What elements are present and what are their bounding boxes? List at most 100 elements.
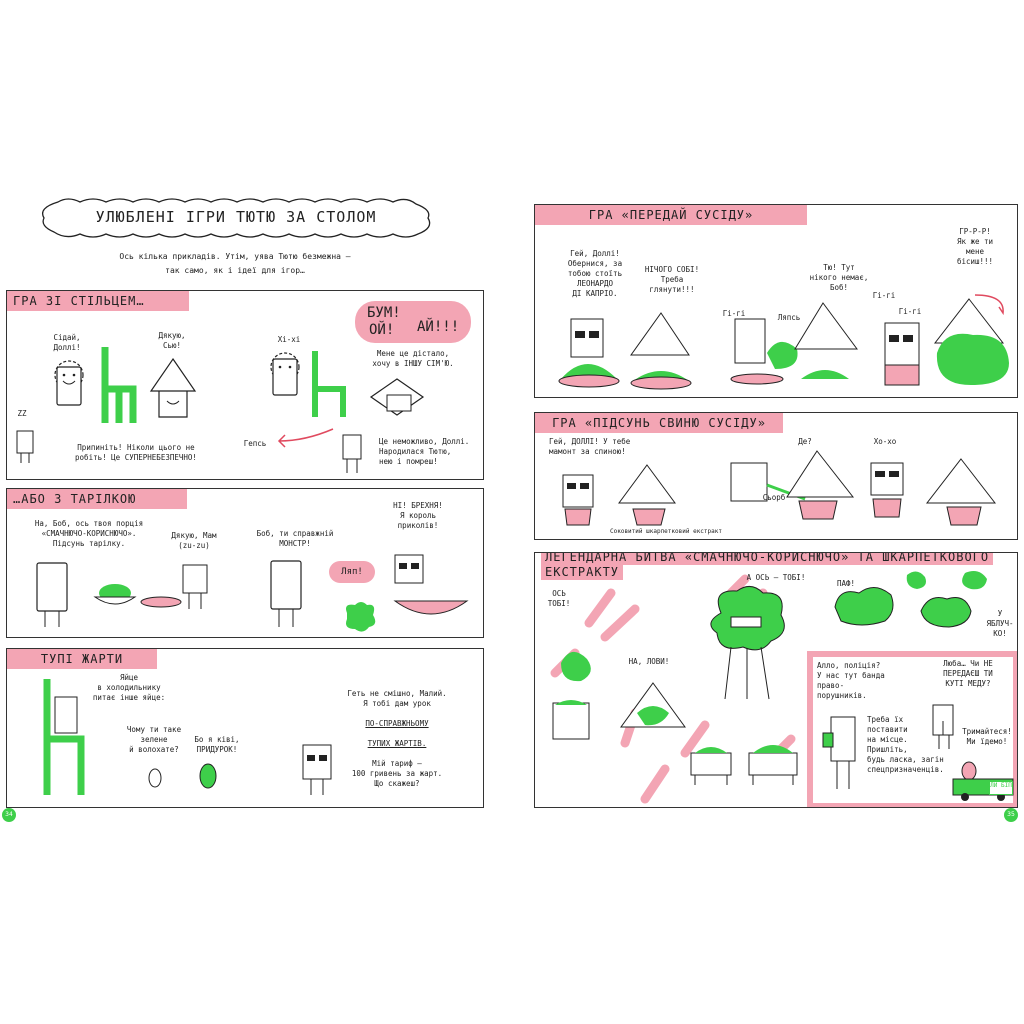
bob-doodle-3 bbox=[394, 554, 424, 584]
text-slurp: Сьорб bbox=[762, 493, 786, 502]
kiwi-doodle bbox=[199, 763, 217, 789]
text-send: Треба їх поставити на місце. Пришліть, б… bbox=[867, 715, 944, 774]
text-ai: АЙ!!! bbox=[417, 319, 460, 335]
text-nothing: НІЧОГО СОБІ! Треба глянути!!! bbox=[644, 265, 700, 294]
pink-plate-arc bbox=[393, 600, 469, 615]
text-mammoth: Гей, ДОЛЛІ! У тебе мамонт за спиною! bbox=[549, 437, 631, 456]
pink-plate bbox=[140, 596, 182, 608]
intro-line-2: так само, як і ідеї для ігор… bbox=[165, 266, 305, 275]
intro-line-1: Ось кілька прикладів. Утім, уява Тютю бе… bbox=[119, 252, 351, 261]
text-lesson-4: Мій тариф — 100 гривень за жарт. Що скаж… bbox=[351, 759, 443, 788]
text-paf: ПАФ! bbox=[836, 579, 856, 588]
section-title-pig: ГРА «ПІДСУНЬ СВИНЮ СУСІДУ» bbox=[535, 413, 783, 433]
text-gigi-1: Гі-гі bbox=[722, 309, 746, 318]
text-take-that: ОСЬ ТОБІ! bbox=[547, 589, 571, 608]
right-page: ГРА «ПЕРЕДАЙ СУСІДУ» Гей, Доллі! Обернис… bbox=[512, 0, 1024, 1024]
text-extract: Соковитий шкарпетковий екстракт bbox=[610, 528, 722, 535]
text-where: Де? bbox=[798, 437, 812, 446]
lyap-bubble: Ляп! bbox=[329, 561, 375, 583]
text-police: Алло, поліція? У нас тут банда право- по… bbox=[817, 661, 885, 700]
text-sit: Сідай, Доллі! bbox=[53, 333, 81, 352]
panel-chair-game: ГРА ЗІ СТІЛЬЦЕМ… Сідай, Доллі! Дякую, Сь… bbox=[6, 290, 484, 480]
text-gops: Гепсь bbox=[243, 439, 267, 448]
green-chair-2 bbox=[312, 351, 346, 417]
text-kiwi: Бо я ківі, ПРИДУРОК! bbox=[194, 735, 240, 754]
panel-dumb-jokes: ТУПІ ЖАРТИ Яйце в холодильнику питає інш… bbox=[6, 648, 484, 808]
text-catch: НА, ЛОВИ! bbox=[628, 657, 670, 666]
text-lesson-1: Геть не смішно, Малий. Я тобі дам урок bbox=[347, 689, 447, 708]
bob-dolly-pair-2 bbox=[730, 302, 858, 385]
boom-bubble: БУМ! ОЙ! АЙ!!! bbox=[355, 301, 471, 343]
text-why-green: Чому ти таке зелене й волохате? bbox=[126, 725, 182, 754]
text-thanks: Дякую, Сью! bbox=[158, 331, 186, 350]
section-title-plate: …АБО З ТАРІЛКОЮ bbox=[7, 489, 187, 509]
text-oi: ОЙ! bbox=[369, 322, 395, 338]
animals-doodle bbox=[690, 745, 798, 785]
green-bushes bbox=[834, 571, 987, 628]
text-gigi-3: Гі-гі bbox=[898, 307, 922, 316]
green-splash bbox=[346, 602, 376, 632]
mom-doodle-2 bbox=[270, 560, 302, 627]
bob-doodle bbox=[342, 434, 362, 473]
sleeping-doodle bbox=[16, 430, 34, 463]
panel-legendary-battle: ЛЕГЕНДАРНА БИТВА «СМАЧНЮЧО-КОРИСНЮЧО» ТА… bbox=[534, 552, 1018, 808]
green-food-bowl bbox=[93, 584, 137, 605]
text-impossible: Це неможливо, Доллі. Народилася Тютю, не… bbox=[379, 437, 470, 466]
text-lesson: Геть не смішно, Малий. Я тобі дам урок П… bbox=[337, 679, 457, 799]
panel-plate-game: …АБО З ТАРІЛКОЮ На, Боб, ось твоя порція… bbox=[6, 488, 484, 638]
dolly-phone-doodle bbox=[822, 716, 856, 789]
girl-doodle-2 bbox=[270, 352, 300, 396]
text-stop: Припиніть! Ніколи цього не робіть! Це СУ… bbox=[75, 443, 197, 462]
text-apple: У ЯБЛУЧ- КО! bbox=[986, 609, 1014, 638]
text-egg-asks: Яйце в холодильнику питає інше яйце: bbox=[92, 673, 166, 702]
battle-title-line-2: ЕКСТРАКТУ bbox=[541, 565, 624, 580]
intro-text: Ось кілька прикладів. Утім, уява Тютю бе… bbox=[100, 250, 370, 278]
green-chair-1 bbox=[101, 347, 137, 423]
text-lesson-3: ТУПИХ ЖАРТІВ. bbox=[367, 739, 427, 748]
text-hoho: Хо-хо bbox=[873, 437, 897, 446]
egg-doodle bbox=[148, 768, 162, 788]
text-portion: На, Боб, ось твоя порція «СМАЧНЮЧО-КОРИС… bbox=[34, 519, 144, 548]
text-grr: ГР-Р-Р! Як же ти мене бісиш!!! bbox=[956, 227, 994, 266]
section-title-jokes: ТУПІ ЖАРТИ bbox=[7, 649, 157, 669]
panel-pass-game: ГРА «ПЕРЕДАЙ СУСІДУ» Гей, Доллі! Обернис… bbox=[534, 204, 1018, 398]
text-got-me: Мене це дістало, хочу в ІНШУ СІМ'Ю. bbox=[372, 349, 454, 368]
text-gigi-2: Гі-гі bbox=[872, 291, 896, 300]
text-lesson-2: ПО-СПРАВЖНЬОМУ bbox=[365, 719, 429, 728]
section-title-chair: ГРА ЗІ СТІЛЬЦЕМ… bbox=[7, 291, 189, 311]
text-and-this: А ОСЬ – ТОБІ! bbox=[746, 573, 806, 582]
dad-doodle bbox=[932, 704, 954, 749]
pig-pair-3 bbox=[870, 458, 997, 526]
text-kutya: Люба… Чи НЕ ПЕРЕДАЄШ ТИ КУТІ МЕДУ? bbox=[943, 659, 993, 688]
page-number-right: 35 bbox=[1004, 808, 1018, 822]
title-cloud bbox=[41, 198, 431, 238]
text-hold: Тримайтеся! Ми їдемо! bbox=[962, 727, 1012, 746]
text-boom: БУМ! bbox=[367, 305, 401, 321]
red-arrow bbox=[277, 428, 334, 448]
text-lyaps: Ляпсь bbox=[777, 313, 801, 322]
left-page: УЛЮБЛЕНІ ІГРИ ТЮТЮ ЗА СТОЛОМ Ось кілька … bbox=[2, 198, 484, 822]
girl-doodle bbox=[54, 360, 84, 406]
bob-doodle-2 bbox=[182, 564, 208, 609]
police-car-plate: ЛИ БІП bbox=[989, 781, 1013, 795]
fallen-dolly bbox=[369, 378, 425, 416]
text-thanks-mom: Дякую, Мам (zu-zu) bbox=[171, 531, 217, 550]
page-number-left: 34 bbox=[2, 808, 16, 822]
text-nobody: Тю! Тут нікого немає, Боб! bbox=[809, 263, 869, 292]
bob-doodle-4 bbox=[302, 744, 332, 795]
pig-pair-1 bbox=[562, 464, 676, 526]
left-fighters bbox=[552, 651, 686, 740]
text-zzz: ZZ bbox=[17, 409, 27, 418]
text-lie: НІ! БРЕХНЯ! Я король приколів! bbox=[393, 501, 443, 530]
angry-dolly-pair bbox=[884, 294, 1009, 386]
section-title-battle: ЛЕГЕНДАРНА БИТВА «СМАЧНЮЧО-КОРИСНЮЧО» ТА… bbox=[535, 553, 1017, 583]
text-lyap: Ляп! bbox=[341, 567, 363, 577]
fridge-chair bbox=[43, 679, 85, 795]
text-hihi: Хі-хі bbox=[277, 335, 301, 344]
pig-pair-2 bbox=[730, 450, 855, 520]
mom-doodle bbox=[36, 562, 68, 627]
police-call-box: Алло, поліція? У нас тут банда право- по… bbox=[807, 651, 1017, 807]
text-hey: Гей, Доллі! Обернися, за тобою стоїть ЛЕ… bbox=[567, 249, 623, 298]
section-title-pass: ГРА «ПЕРЕДАЙ СУСІДУ» bbox=[535, 205, 807, 225]
page-title: УЛЮБЛЕНІ ІГРИ ТЮТЮ ЗА СТОЛОМ bbox=[95, 208, 377, 226]
